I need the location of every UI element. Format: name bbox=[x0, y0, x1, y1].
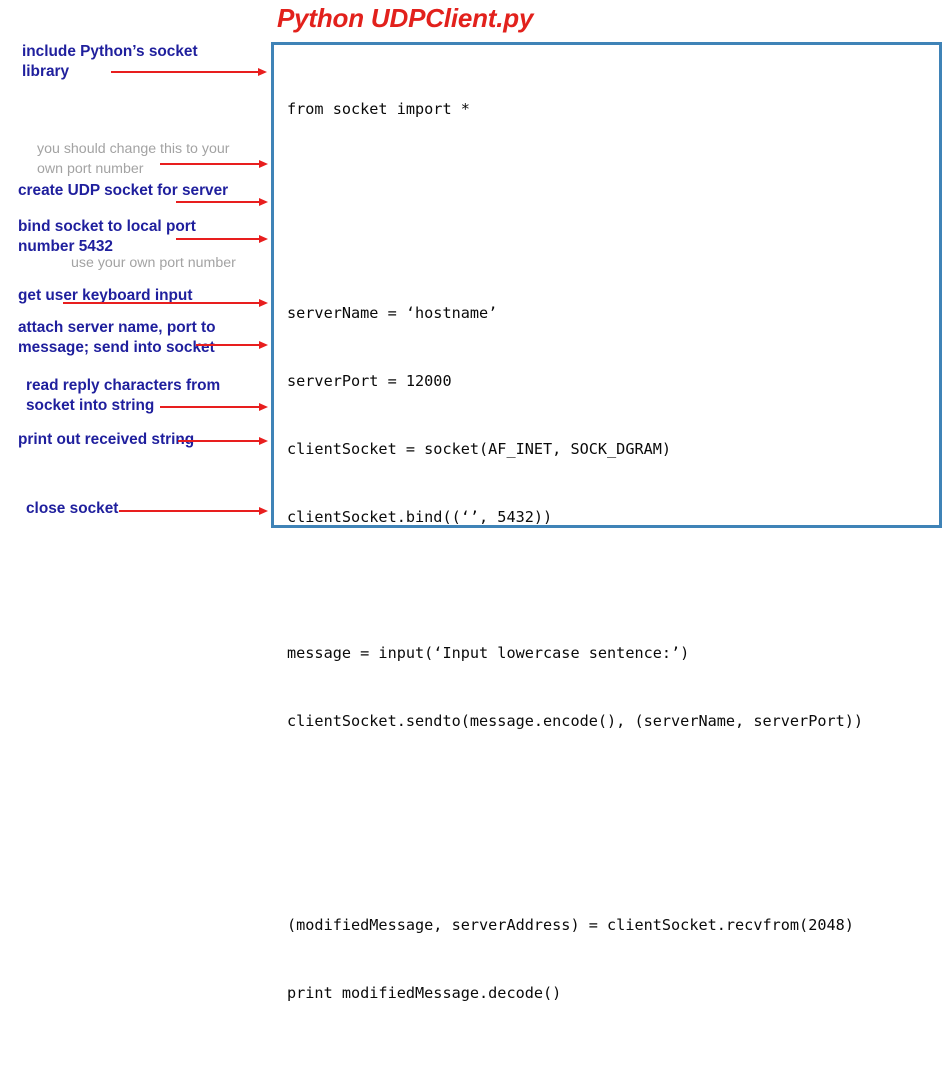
code-line bbox=[287, 569, 937, 601]
code-line bbox=[287, 161, 937, 193]
code-line: serverPort = 12000 bbox=[287, 372, 452, 390]
annotation-create-udp-socket: create UDP socket for server bbox=[18, 182, 229, 199]
code-line: clientSocket.bind((‘’, 5432)) bbox=[287, 508, 553, 526]
code-line: serverName = ‘hostname’ bbox=[287, 304, 498, 322]
code-line: from socket import * bbox=[287, 100, 470, 118]
code-listing: from socket import * serverName = ‘hostn… bbox=[287, 57, 937, 1078]
code-line bbox=[287, 1045, 937, 1077]
code-line: clientSocket = socket(AF_INET, SOCK_DGRA… bbox=[287, 440, 672, 458]
page-title: Python UDPClient.py bbox=[277, 3, 534, 33]
annotation-get-keyboard-input: get user keyboard input bbox=[18, 287, 193, 304]
annotation-print-received-string: print out received string bbox=[18, 431, 195, 448]
code-line: clientSocket.sendto(message.encode(), (s… bbox=[287, 712, 864, 730]
code-listing-box: from socket import * serverName = ‘hostn… bbox=[271, 42, 942, 1002]
code-line bbox=[287, 841, 937, 873]
code-line: (modifiedMessage, serverAddress) = clien… bbox=[287, 916, 854, 934]
annotation-include-socket-library: include Python’s socket library bbox=[22, 43, 198, 80]
code-line bbox=[287, 229, 937, 261]
annotation-use-own-port-number: use your own port number bbox=[71, 255, 236, 271]
code-line bbox=[287, 773, 937, 805]
annotation-attach-server-name: attach server name, port to message; sen… bbox=[18, 319, 216, 356]
annotation-close-socket: close socket bbox=[26, 500, 119, 517]
annotation-change-port-number: you should change this to your own port … bbox=[37, 141, 230, 177]
annotation-read-reply-characters: read reply characters from socket into s… bbox=[26, 377, 221, 414]
code-line: print modifiedMessage.decode() bbox=[287, 984, 562, 1002]
annotation-bind-socket-local-port: bind socket to local port number 5432 bbox=[18, 218, 196, 255]
code-line: message = input(‘Input lowercase sentenc… bbox=[287, 644, 690, 662]
